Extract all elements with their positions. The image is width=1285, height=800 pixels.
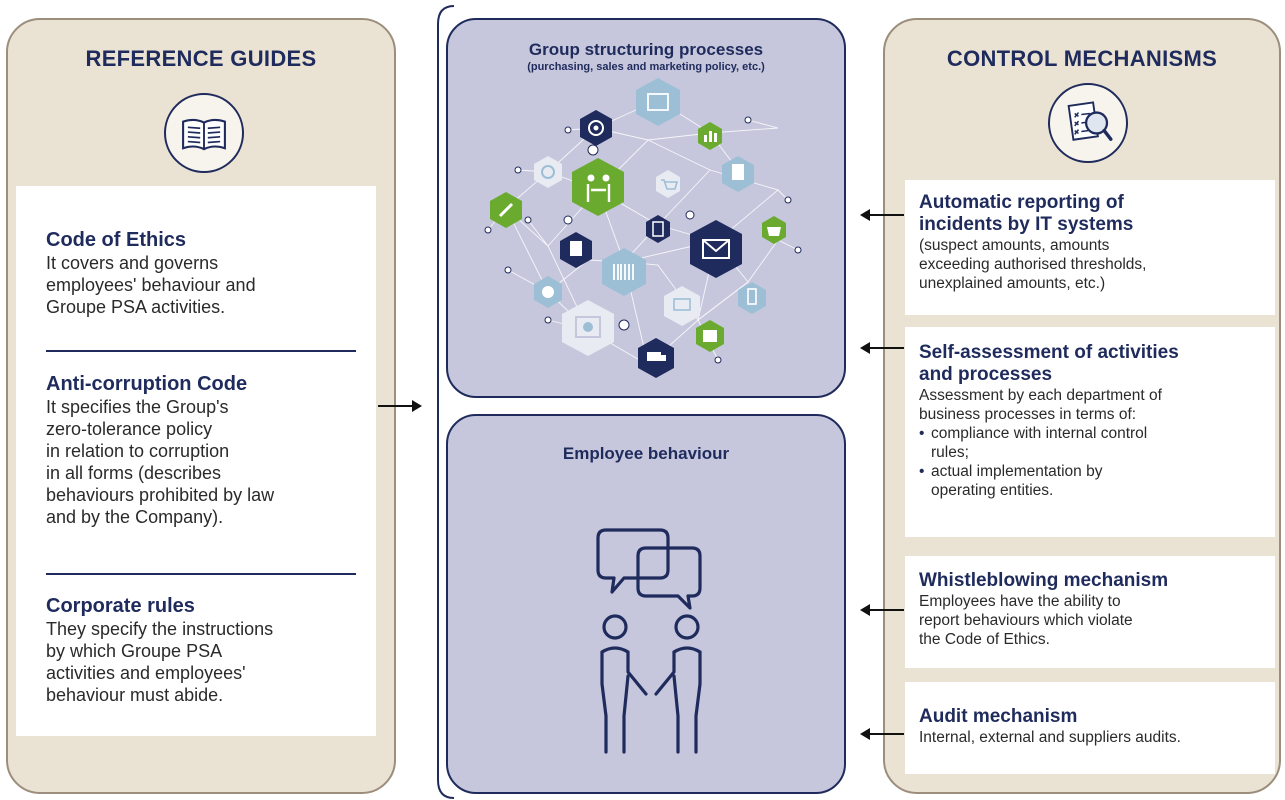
anti-corruption-section: Anti-corruption Code It specifies the Gr… [46, 372, 366, 528]
checklist-magnifier-icon [1048, 83, 1128, 163]
automatic-reporting-title: incidents by IT systems [919, 214, 1134, 235]
audit-mechanism-content: Audit mechanism Internal, external and s… [919, 706, 1181, 747]
section-line: employees' behaviour and [46, 275, 256, 295]
section-line: by which Groupe PSA [46, 641, 223, 661]
self-assessment-content: Self-assessment of activities and proces… [919, 342, 1179, 500]
reference-guides-title: REFERENCE GUIDES [85, 46, 317, 71]
phone-icon [534, 156, 562, 188]
automatic-reporting-title: Automatic reporting of [919, 192, 1124, 213]
bullet-item-continuation: operating entities. [931, 482, 1054, 499]
automatic-reporting-box: Automatic reporting of incidents by IT s… [905, 180, 1275, 315]
section-line: activities and employees' [46, 663, 246, 683]
anti-corruption-title: Anti-corruption Code [46, 373, 248, 395]
code-of-ethics-section: Code of Ethics It covers and governs emp… [46, 228, 366, 318]
section-line: in all forms (describes [46, 463, 222, 483]
mobile-icon [738, 282, 766, 314]
arrow-left-icon [860, 604, 904, 616]
item-line: unexplained amounts, etc.) [919, 275, 1106, 292]
bullet-item: actual implementation by [919, 462, 1179, 481]
calendar-icon [636, 78, 680, 126]
section-divider [46, 573, 356, 575]
item-line: business processes in terms of: [919, 406, 1137, 423]
arrow-left-icon [860, 728, 904, 740]
item-line: exceeding authorised thresholds, [919, 256, 1147, 273]
self-assessment-title: and processes [919, 364, 1053, 385]
whistleblowing-content: Whistleblowing mechanism Employees have … [919, 570, 1168, 649]
email-icon [690, 220, 742, 278]
people-talking-icon [596, 528, 702, 754]
shopping-cart-icon [656, 170, 680, 198]
item-line: report behaviours which violate [919, 612, 1133, 629]
corporate-rules-title: Corporate rules [46, 595, 195, 617]
reference-guides-text-box: Code of Ethics It covers and governs emp… [16, 186, 376, 736]
section-line: in relation to corruption [46, 441, 230, 461]
corporate-rules-section: Corporate rules They specify the instruc… [46, 594, 366, 706]
process-network-graphic [484, 78, 802, 378]
bullet-item: compliance with internal control [919, 424, 1179, 443]
section-line: Groupe PSA activities. [46, 297, 226, 317]
audit-mechanism-title: Audit mechanism [919, 706, 1078, 727]
item-line: Assessment by each department of [919, 387, 1162, 404]
code-of-ethics-title: Code of Ethics [46, 229, 187, 251]
whistleblowing-box: Whistleblowing mechanism Employees have … [905, 556, 1275, 668]
self-assessment-title: Self-assessment of activities [919, 342, 1179, 363]
employee-behaviour-title: Employee behaviour [562, 444, 730, 463]
group-processes-title: Group structuring processes [528, 40, 764, 59]
audit-mechanism-box: Audit mechanism Internal, external and s… [905, 682, 1275, 774]
item-line: (suspect amounts, amounts [919, 237, 1110, 254]
book-icon [164, 93, 244, 173]
group-processes-subtitle: (purchasing, sales and marketing policy,… [527, 61, 765, 73]
arrow-right-icon [378, 400, 422, 412]
whistleblowing-title: Whistleblowing mechanism [919, 570, 1169, 591]
section-line: behaviours prohibited by law [46, 485, 275, 505]
employee-behaviour-box: Employee behaviour [446, 414, 846, 794]
item-line: the Code of Ethics. [919, 631, 1050, 648]
section-line: They specify the instructions [46, 619, 274, 639]
control-mechanisms-title: CONTROL MECHANISMS [946, 46, 1218, 71]
section-divider [46, 350, 356, 352]
section-line: It covers and governs [46, 253, 219, 273]
section-line: and by the Company). [46, 507, 224, 527]
arrow-left-icon [860, 342, 904, 354]
group-processes-box: Group structuring processes (purchasing,… [446, 18, 846, 398]
item-line: Internal, external and suppliers audits. [919, 729, 1181, 746]
laptop-icon [664, 286, 700, 326]
calculator-icon [646, 215, 670, 243]
section-line: behaviour must abide. [46, 685, 224, 705]
bracket-divider [437, 5, 455, 799]
handshake-icon [572, 158, 624, 216]
bullet-item-continuation: rules; [931, 444, 969, 461]
section-line: It specifies the Group's [46, 397, 229, 417]
item-line: Employees have the ability to [919, 593, 1121, 610]
barcode-icon [602, 248, 646, 296]
automatic-reporting-content: Automatic reporting of incidents by IT s… [919, 192, 1146, 293]
section-line: zero-tolerance policy [46, 419, 213, 439]
self-assessment-box: Self-assessment of activities and proces… [905, 327, 1275, 537]
arrow-left-icon [860, 209, 904, 221]
